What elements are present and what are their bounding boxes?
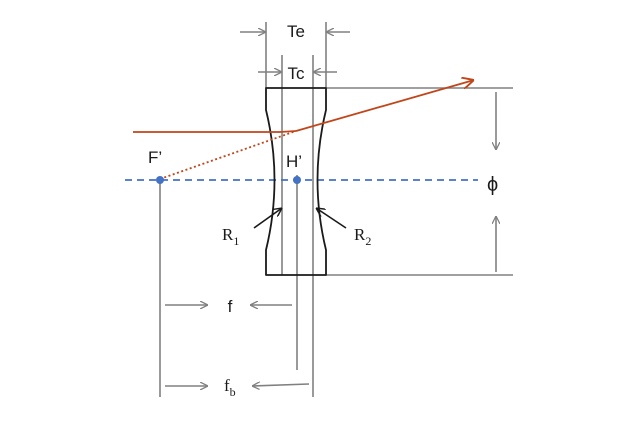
te-label: Te xyxy=(287,22,305,41)
virtual-ray-extension xyxy=(159,130,297,180)
r1-sub: 1 xyxy=(233,234,239,248)
r1-pointer-arrow xyxy=(253,208,282,229)
refracted-ray xyxy=(295,80,474,132)
focal-length-label: f xyxy=(228,297,233,316)
r2-sub: 2 xyxy=(365,234,371,248)
principal-point-dot xyxy=(293,176,301,184)
r2-label: R2 xyxy=(354,225,371,248)
back-focal-label: fb xyxy=(224,376,236,399)
dimension-lines xyxy=(159,22,513,397)
diameter-label: ϕ xyxy=(487,174,498,196)
r2-pointer-arrow xyxy=(316,208,347,229)
back-focal-main: f xyxy=(224,376,230,395)
incident-ray xyxy=(133,130,297,133)
tc-label: Tc xyxy=(288,64,306,83)
back-focal-arrow-right xyxy=(252,384,310,386)
back-focal-sub: b xyxy=(230,385,236,399)
focal-point-label: F’ xyxy=(148,148,162,167)
light-rays xyxy=(133,80,474,180)
r1-main: R xyxy=(222,225,234,244)
focal-point-dot xyxy=(156,176,164,184)
principal-point-label: H’ xyxy=(286,152,302,171)
r1-label: R1 xyxy=(222,225,239,248)
lens-outline xyxy=(265,87,327,276)
r2-main: R xyxy=(354,225,366,244)
